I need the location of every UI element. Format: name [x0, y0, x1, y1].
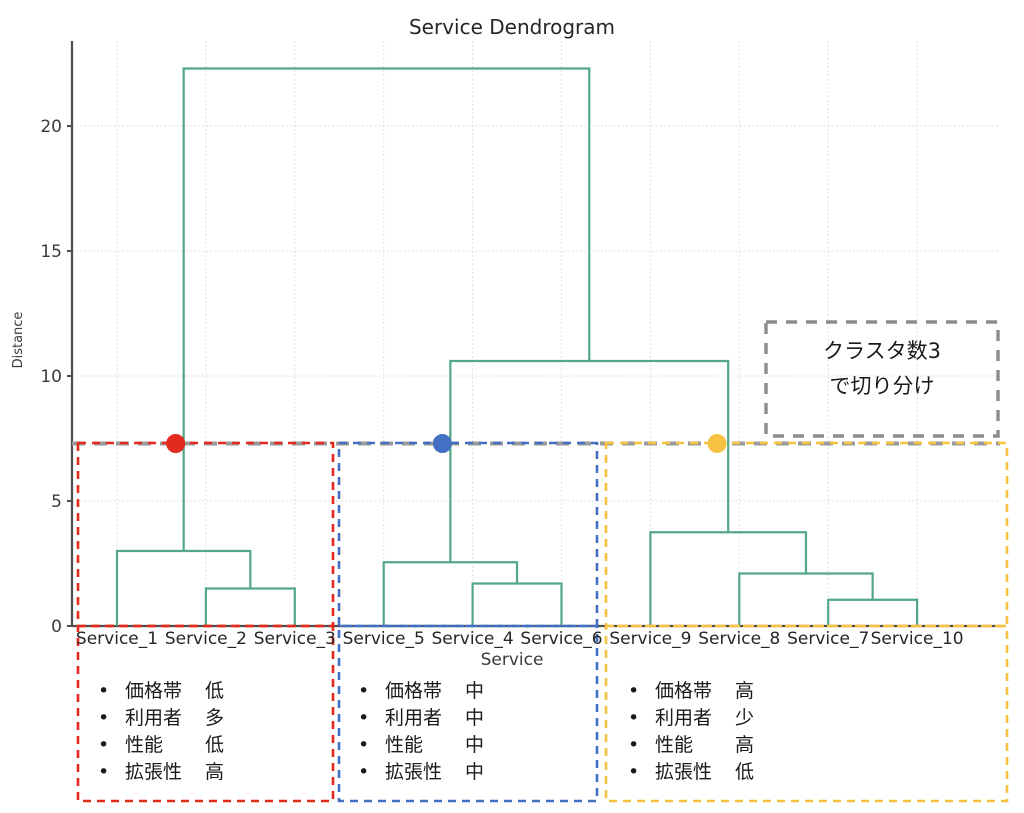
cluster-legend-box — [76, 624, 335, 803]
legend-bullet-icon: • — [628, 680, 639, 702]
legend-attribute-key: 利用者 — [655, 707, 712, 729]
cluster-boxes — [76, 441, 1009, 803]
legend-attribute-value: 低 — [205, 734, 224, 756]
legend-attribute-value: 高 — [735, 680, 754, 702]
legend-attribute-key: 価格帯 — [385, 680, 442, 702]
legend-attribute-value: 高 — [735, 734, 754, 756]
legend-attribute-key: 利用者 — [385, 707, 442, 729]
y-axis-ticks: 0 5 10 15 20 — [40, 117, 72, 637]
leaf-label: Service_3 — [254, 629, 336, 649]
dendrogram-links — [115, 67, 919, 626]
cut-markers — [166, 434, 727, 453]
legend-attribute-value: 高 — [205, 761, 224, 783]
dendrogram-link — [382, 561, 519, 626]
legend-bullet-icon: • — [98, 680, 109, 702]
legend-bullet-icon: • — [358, 707, 369, 729]
leaf-label: Service_5 — [343, 629, 425, 649]
annotation-box: クラスタ数3 で切り分け — [764, 320, 1000, 438]
legend-attribute-key: 拡張性 — [385, 761, 442, 783]
legend-attribute-value: 中 — [465, 761, 484, 783]
legend-attribute-key: 拡張性 — [655, 761, 712, 783]
annotation-line: クラスタ数3 — [823, 339, 941, 363]
y-tick-label: 10 — [40, 367, 62, 387]
leaf-label: Service_1 — [76, 629, 158, 649]
legend-bullet-icon: • — [628, 761, 639, 783]
y-axis-label: Distance — [11, 312, 26, 369]
legend-bullet-icon: • — [358, 734, 369, 756]
x-axis-label: Service — [481, 650, 544, 670]
leaf-label: Service_6 — [520, 629, 602, 649]
dendrogram-link — [649, 531, 808, 626]
legend-bullet-icon: • — [358, 680, 369, 702]
legend-attribute-value: 多 — [205, 707, 224, 729]
leaf-label: Service_10 — [871, 629, 964, 649]
legend-attribute-key: 性能 — [385, 734, 423, 756]
annotation-border — [764, 320, 1000, 438]
legend-bullet-icon: • — [628, 707, 639, 729]
y-tick-label: 5 — [51, 492, 62, 512]
legend-bullet-icon: • — [628, 734, 639, 756]
leaf-label: Service_4 — [432, 629, 514, 649]
y-tick-label: 15 — [40, 242, 62, 262]
leaf-label: Service_8 — [698, 629, 780, 649]
legend-attribute-key: 性能 — [655, 734, 693, 756]
annotation-line: で切り分け — [830, 374, 935, 398]
legend-attribute-value: 中 — [465, 707, 484, 729]
cut-marker-orange — [707, 434, 727, 453]
legend-bullet-icon: • — [98, 707, 109, 729]
legend-attribute-key: 価格帯 — [655, 680, 712, 702]
page-title: Service Dendrogram — [409, 15, 615, 39]
dendrogram-link — [182, 67, 591, 551]
leaf-label: Service_2 — [165, 629, 247, 649]
legend-attribute-value: 低 — [735, 761, 754, 783]
legend-attribute-value: 中 — [465, 734, 484, 756]
cut-marker-blue — [432, 434, 452, 453]
legend-bullet-icon: • — [98, 761, 109, 783]
cut-marker-red — [166, 434, 186, 453]
dendrogram-link — [471, 582, 563, 626]
legend-attribute-value: 低 — [205, 680, 224, 702]
legend-attribute-value: 少 — [735, 707, 754, 729]
leaf-label: Service_9 — [609, 629, 691, 649]
legend-attribute-key: 利用者 — [125, 707, 182, 729]
legend-attribute-key: 拡張性 — [125, 761, 182, 783]
leaf-labels: Service_1 Service_2 Service_3 Service_5 Serv… — [76, 629, 964, 649]
leaf-label: Service_7 — [787, 629, 869, 649]
y-tick-label: 0 — [51, 617, 62, 637]
y-tick-label: 20 — [40, 117, 62, 137]
cluster-legend-box — [337, 624, 599, 803]
dendrogram-link — [827, 598, 919, 626]
dendrogram-link — [204, 587, 296, 626]
gridlines — [72, 41, 1000, 627]
legend-attribute-key: 価格帯 — [125, 680, 182, 702]
axes — [70, 41, 1000, 628]
legend-attribute-key: 性能 — [125, 734, 163, 756]
legend-bullet-icon: • — [98, 734, 109, 756]
cluster-legend-text: •価格帯低•利用者多•性能低•拡張性高•価格帯中•利用者中•性能中•拡張性中•価… — [98, 680, 754, 783]
cluster-legend-box — [604, 624, 1009, 803]
cluster-region-box — [337, 441, 599, 628]
legend-bullet-icon: • — [358, 761, 369, 783]
legend-attribute-value: 中 — [465, 680, 484, 702]
